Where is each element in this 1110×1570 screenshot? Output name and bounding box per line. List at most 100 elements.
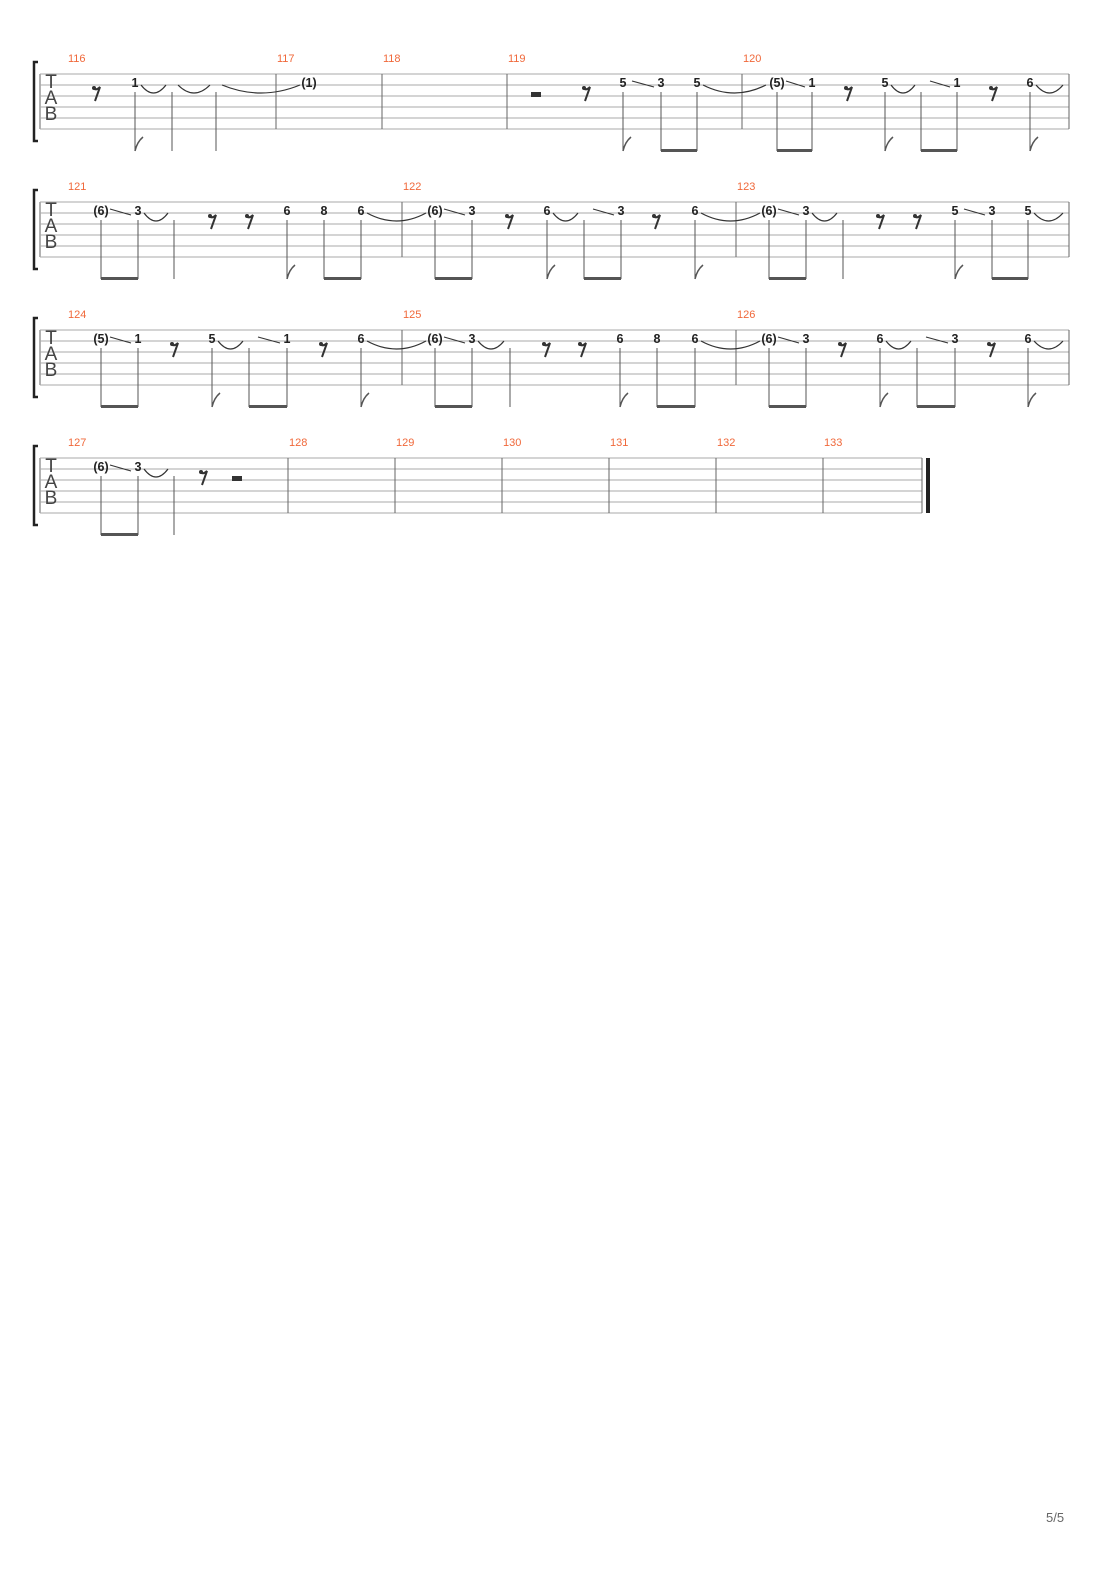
measure-number: 130 bbox=[503, 437, 521, 449]
note-beam bbox=[101, 405, 138, 408]
note-flag bbox=[134, 136, 144, 152]
final-barline bbox=[926, 458, 930, 513]
slide bbox=[109, 208, 132, 216]
tie bbox=[700, 212, 761, 222]
measure-number: 120 bbox=[743, 53, 761, 65]
fret-number: (6) bbox=[427, 204, 442, 218]
tab-clef-letter: T bbox=[45, 200, 57, 221]
tab-clef-letter: B bbox=[45, 232, 58, 253]
fret-number: 3 bbox=[952, 332, 959, 346]
eighth-rest-dot bbox=[245, 214, 249, 218]
tab-clef-letter: A bbox=[45, 88, 58, 109]
measure-number: 116 bbox=[68, 53, 86, 65]
tie bbox=[143, 468, 169, 478]
fret-number: 6 bbox=[284, 204, 291, 218]
tie bbox=[811, 212, 838, 222]
measure-number: 126 bbox=[737, 309, 755, 321]
slide bbox=[109, 464, 132, 472]
tie bbox=[221, 84, 301, 94]
eighth-rest-dot bbox=[578, 342, 582, 346]
tie bbox=[700, 340, 761, 350]
measure-number: 128 bbox=[289, 437, 307, 449]
note-flag bbox=[1029, 136, 1039, 152]
note-beam bbox=[917, 405, 955, 408]
fret-number: 5 bbox=[620, 76, 627, 90]
tie bbox=[552, 212, 579, 222]
fret-number: 5 bbox=[882, 76, 889, 90]
fret-number: 1 bbox=[135, 332, 142, 346]
slide bbox=[785, 80, 806, 88]
tie bbox=[890, 84, 916, 94]
slide bbox=[777, 336, 800, 344]
fret-number: 3 bbox=[658, 76, 665, 90]
note-beam bbox=[769, 277, 806, 280]
fret-number: 6 bbox=[358, 204, 365, 218]
fret-number: 6 bbox=[877, 332, 884, 346]
eighth-rest-dot bbox=[199, 470, 203, 474]
tie bbox=[366, 212, 427, 222]
fret-number: 3 bbox=[135, 204, 142, 218]
tab-clef-letter: A bbox=[45, 216, 58, 237]
tab-clef-letter: T bbox=[45, 328, 57, 349]
slide bbox=[592, 208, 615, 216]
fret-number: 3 bbox=[618, 204, 625, 218]
fret-number: 5 bbox=[952, 204, 959, 218]
fret-number: (6) bbox=[427, 332, 442, 346]
tie bbox=[702, 84, 767, 94]
note-flag bbox=[954, 264, 964, 280]
measure-number: 129 bbox=[396, 437, 414, 449]
fret-number: 1 bbox=[954, 76, 961, 90]
measure-number: 118 bbox=[383, 53, 401, 65]
eighth-rest-dot bbox=[542, 342, 546, 346]
note-flag bbox=[360, 392, 370, 408]
note-beam bbox=[921, 149, 957, 152]
eighth-rest-dot bbox=[876, 214, 880, 218]
eighth-rest-dot bbox=[987, 342, 991, 346]
eighth-rest-dot bbox=[838, 342, 842, 346]
fret-number: 6 bbox=[1027, 76, 1034, 90]
tab-clef-letter: A bbox=[45, 344, 58, 365]
note-flag bbox=[694, 264, 704, 280]
page-number: 5/5 bbox=[1046, 1510, 1065, 1525]
eighth-rest-dot bbox=[208, 214, 212, 218]
eighth-rest-dot bbox=[582, 86, 586, 90]
measure-number: 122 bbox=[403, 181, 421, 193]
note-flag bbox=[619, 392, 629, 408]
note-beam bbox=[435, 405, 472, 408]
measure-number: 123 bbox=[737, 181, 755, 193]
slide bbox=[257, 336, 281, 344]
note-flag bbox=[546, 264, 556, 280]
tie bbox=[1033, 212, 1064, 222]
eighth-rest-dot bbox=[989, 86, 993, 90]
tie bbox=[143, 212, 169, 222]
note-beam bbox=[661, 149, 697, 152]
fret-number: 5 bbox=[209, 332, 216, 346]
fret-number: 6 bbox=[358, 332, 365, 346]
slide bbox=[929, 80, 951, 88]
note-flag bbox=[879, 392, 889, 408]
measure-number: 127 bbox=[68, 437, 86, 449]
tie bbox=[1033, 340, 1064, 350]
eighth-rest-dot bbox=[913, 214, 917, 218]
system-bracket bbox=[32, 316, 38, 399]
fret-number: 5 bbox=[694, 76, 701, 90]
eighth-rest-dot bbox=[505, 214, 509, 218]
note-beam bbox=[657, 405, 695, 408]
fret-number: 1 bbox=[132, 76, 139, 90]
fret-number: 6 bbox=[692, 332, 699, 346]
tab-clef-letter: B bbox=[45, 104, 58, 125]
note-beam bbox=[324, 277, 361, 280]
half-rest bbox=[232, 476, 242, 481]
fret-number: 3 bbox=[135, 460, 142, 474]
fret-number: 3 bbox=[469, 332, 476, 346]
eighth-rest-dot bbox=[92, 86, 96, 90]
slide bbox=[109, 336, 132, 344]
note-beam bbox=[435, 277, 472, 280]
fret-number: 6 bbox=[617, 332, 624, 346]
fret-number: 1 bbox=[284, 332, 291, 346]
fret-number: 3 bbox=[803, 204, 810, 218]
measure-number: 132 bbox=[717, 437, 735, 449]
fret-number: 5 bbox=[1025, 204, 1032, 218]
